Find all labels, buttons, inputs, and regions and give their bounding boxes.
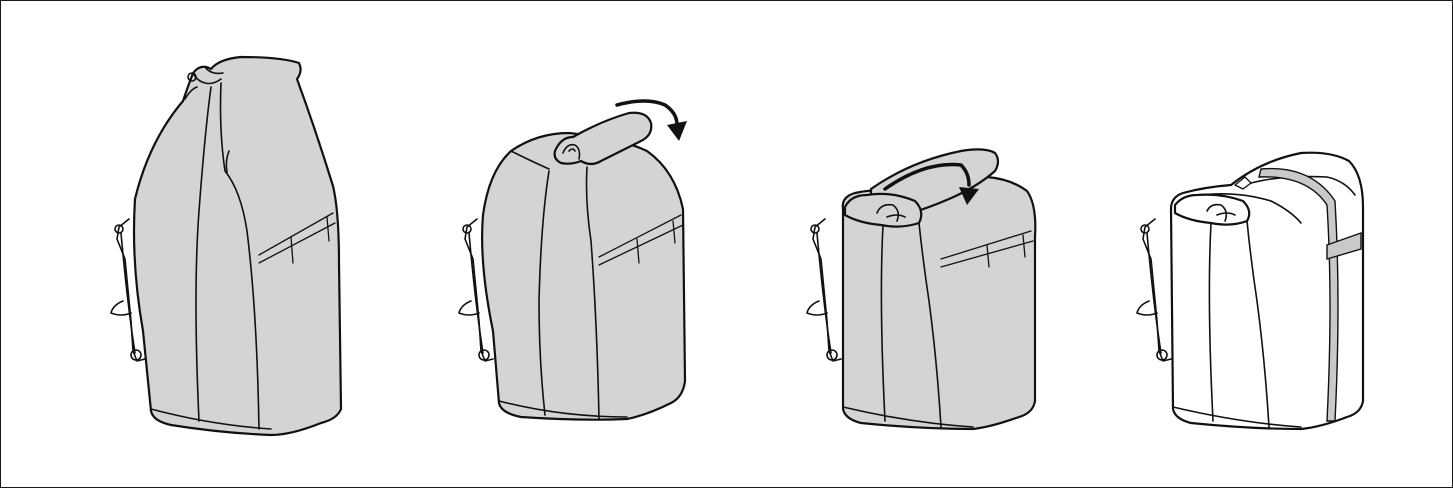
step-2-illustration	[451, 1, 701, 489]
rain-cover	[134, 57, 341, 435]
step-1-illustration	[101, 1, 351, 489]
step-3-svg	[801, 1, 1061, 489]
step-4-illustration	[1131, 1, 1391, 489]
step-3-illustration	[801, 1, 1061, 489]
back-harness	[807, 219, 841, 361]
step-4-svg	[1131, 1, 1391, 489]
step-2-svg	[451, 1, 701, 489]
back-harness	[1137, 219, 1171, 361]
rain-cover	[482, 133, 685, 420]
step-1-svg	[101, 1, 351, 489]
